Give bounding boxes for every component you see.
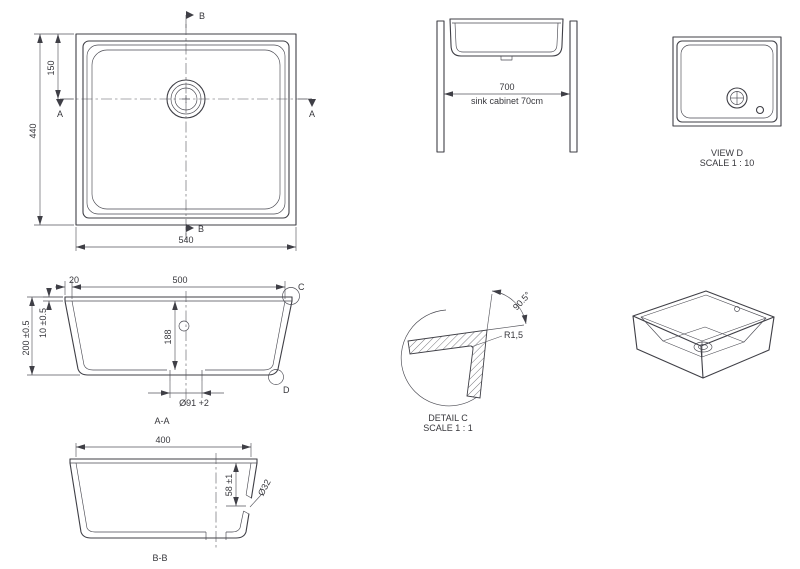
section-a-label-right: A	[309, 109, 315, 119]
cut-material-hatch	[407, 329, 488, 399]
section-aa-title: A-A	[154, 416, 169, 426]
front-cabinet-view: 700 sink cabinet 70cm	[436, 18, 578, 153]
section-bb-dimensions: 400 58 ±1 Ø32	[75, 435, 273, 508]
iso-overflow	[734, 306, 740, 312]
section-b-arrow-top	[186, 11, 194, 19]
detail-c-circle	[282, 287, 300, 305]
sink-rim-edge	[82, 40, 290, 219]
isometric-view	[632, 290, 775, 379]
detail-c-scale: SCALE 1 : 1	[423, 423, 473, 433]
dim-drain-91: Ø91 +2	[179, 398, 209, 408]
cabinet-caption: sink cabinet 70cm	[471, 96, 543, 106]
section-aa-profile	[64, 291, 293, 408]
dim-angle-905: 90.5°	[511, 290, 533, 313]
view-d-overflow	[755, 105, 765, 115]
section-a-arrow-left	[56, 99, 64, 107]
detail-d-letter: D	[283, 385, 290, 395]
detail-boundary	[400, 309, 478, 407]
section-aa-dimensions: 20 500 10 ±0.5 200 ±0.5 188 Ø91 +2	[21, 275, 286, 408]
dim-radius-r15: R1,5	[504, 330, 523, 340]
dim-overflow-dia-32: Ø32	[256, 478, 273, 498]
view-d-outer-edge	[672, 36, 782, 127]
dim-overflow-58: 58 ±1	[224, 474, 234, 496]
cabinet-dimension: 700 sink cabinet 70cm	[444, 82, 570, 106]
overflow-hole	[178, 320, 190, 332]
view-d-scale: SCALE 1 : 10	[700, 158, 755, 168]
dim-height-440: 440	[28, 123, 38, 138]
sink-front-profile	[449, 18, 564, 61]
iso-drain	[693, 341, 713, 353]
detail-c-title: DETAIL C	[428, 413, 468, 423]
dim-drain-offset-150: 150	[46, 60, 56, 75]
section-bb: 400 58 ±1 Ø32 B-B	[69, 435, 273, 563]
dim-bowl-depth-188: 188	[163, 329, 173, 344]
iso-body-silhouette	[636, 348, 770, 379]
detail-c-view: R1,5 90.5° DETAIL C SCALE 1 : 1	[400, 289, 533, 433]
centerlines	[62, 24, 312, 240]
dim-depth-200: 200 ±0.5	[21, 321, 31, 356]
dim-width-540: 540	[178, 235, 193, 245]
iso-inner-rim	[640, 294, 767, 342]
detail-d-circle	[268, 369, 284, 385]
drain-stub	[500, 55, 513, 61]
cabinet-left-panel	[436, 20, 445, 153]
view-d: VIEW D SCALE 1 : 10	[672, 36, 782, 168]
section-b-label-top: B	[199, 11, 205, 21]
section-aa: 20 500 10 ±0.5 200 ±0.5 188 Ø91 +2 C	[21, 275, 305, 426]
detail-markers: C D	[268, 282, 305, 395]
section-markers: B B A A	[56, 11, 316, 238]
dim-rim-10: 10 ±0.5	[38, 308, 48, 338]
cabinet-right-panel	[569, 20, 578, 153]
dimensions: 440 150 540	[28, 33, 297, 251]
top-plan-view: B B A A 440 150 540	[28, 11, 316, 251]
section-a-label-left: A	[57, 109, 63, 119]
dim-cabinet-700: 700	[499, 82, 514, 92]
dim-opening-400: 400	[155, 435, 170, 445]
detail-c-letter: C	[298, 282, 305, 292]
section-b-arrow-bottom	[186, 224, 194, 232]
section-bb-profile	[69, 453, 258, 548]
dim-opening-500: 500	[172, 275, 187, 285]
section-b-label-bottom: B	[198, 224, 204, 234]
iso-outer-rim	[632, 290, 775, 347]
view-d-drain	[726, 87, 748, 109]
section-a-arrow-right	[308, 99, 316, 107]
dim-lip-20: 20	[69, 275, 79, 285]
view-d-title: VIEW D	[711, 148, 744, 158]
section-bb-title: B-B	[152, 553, 167, 563]
